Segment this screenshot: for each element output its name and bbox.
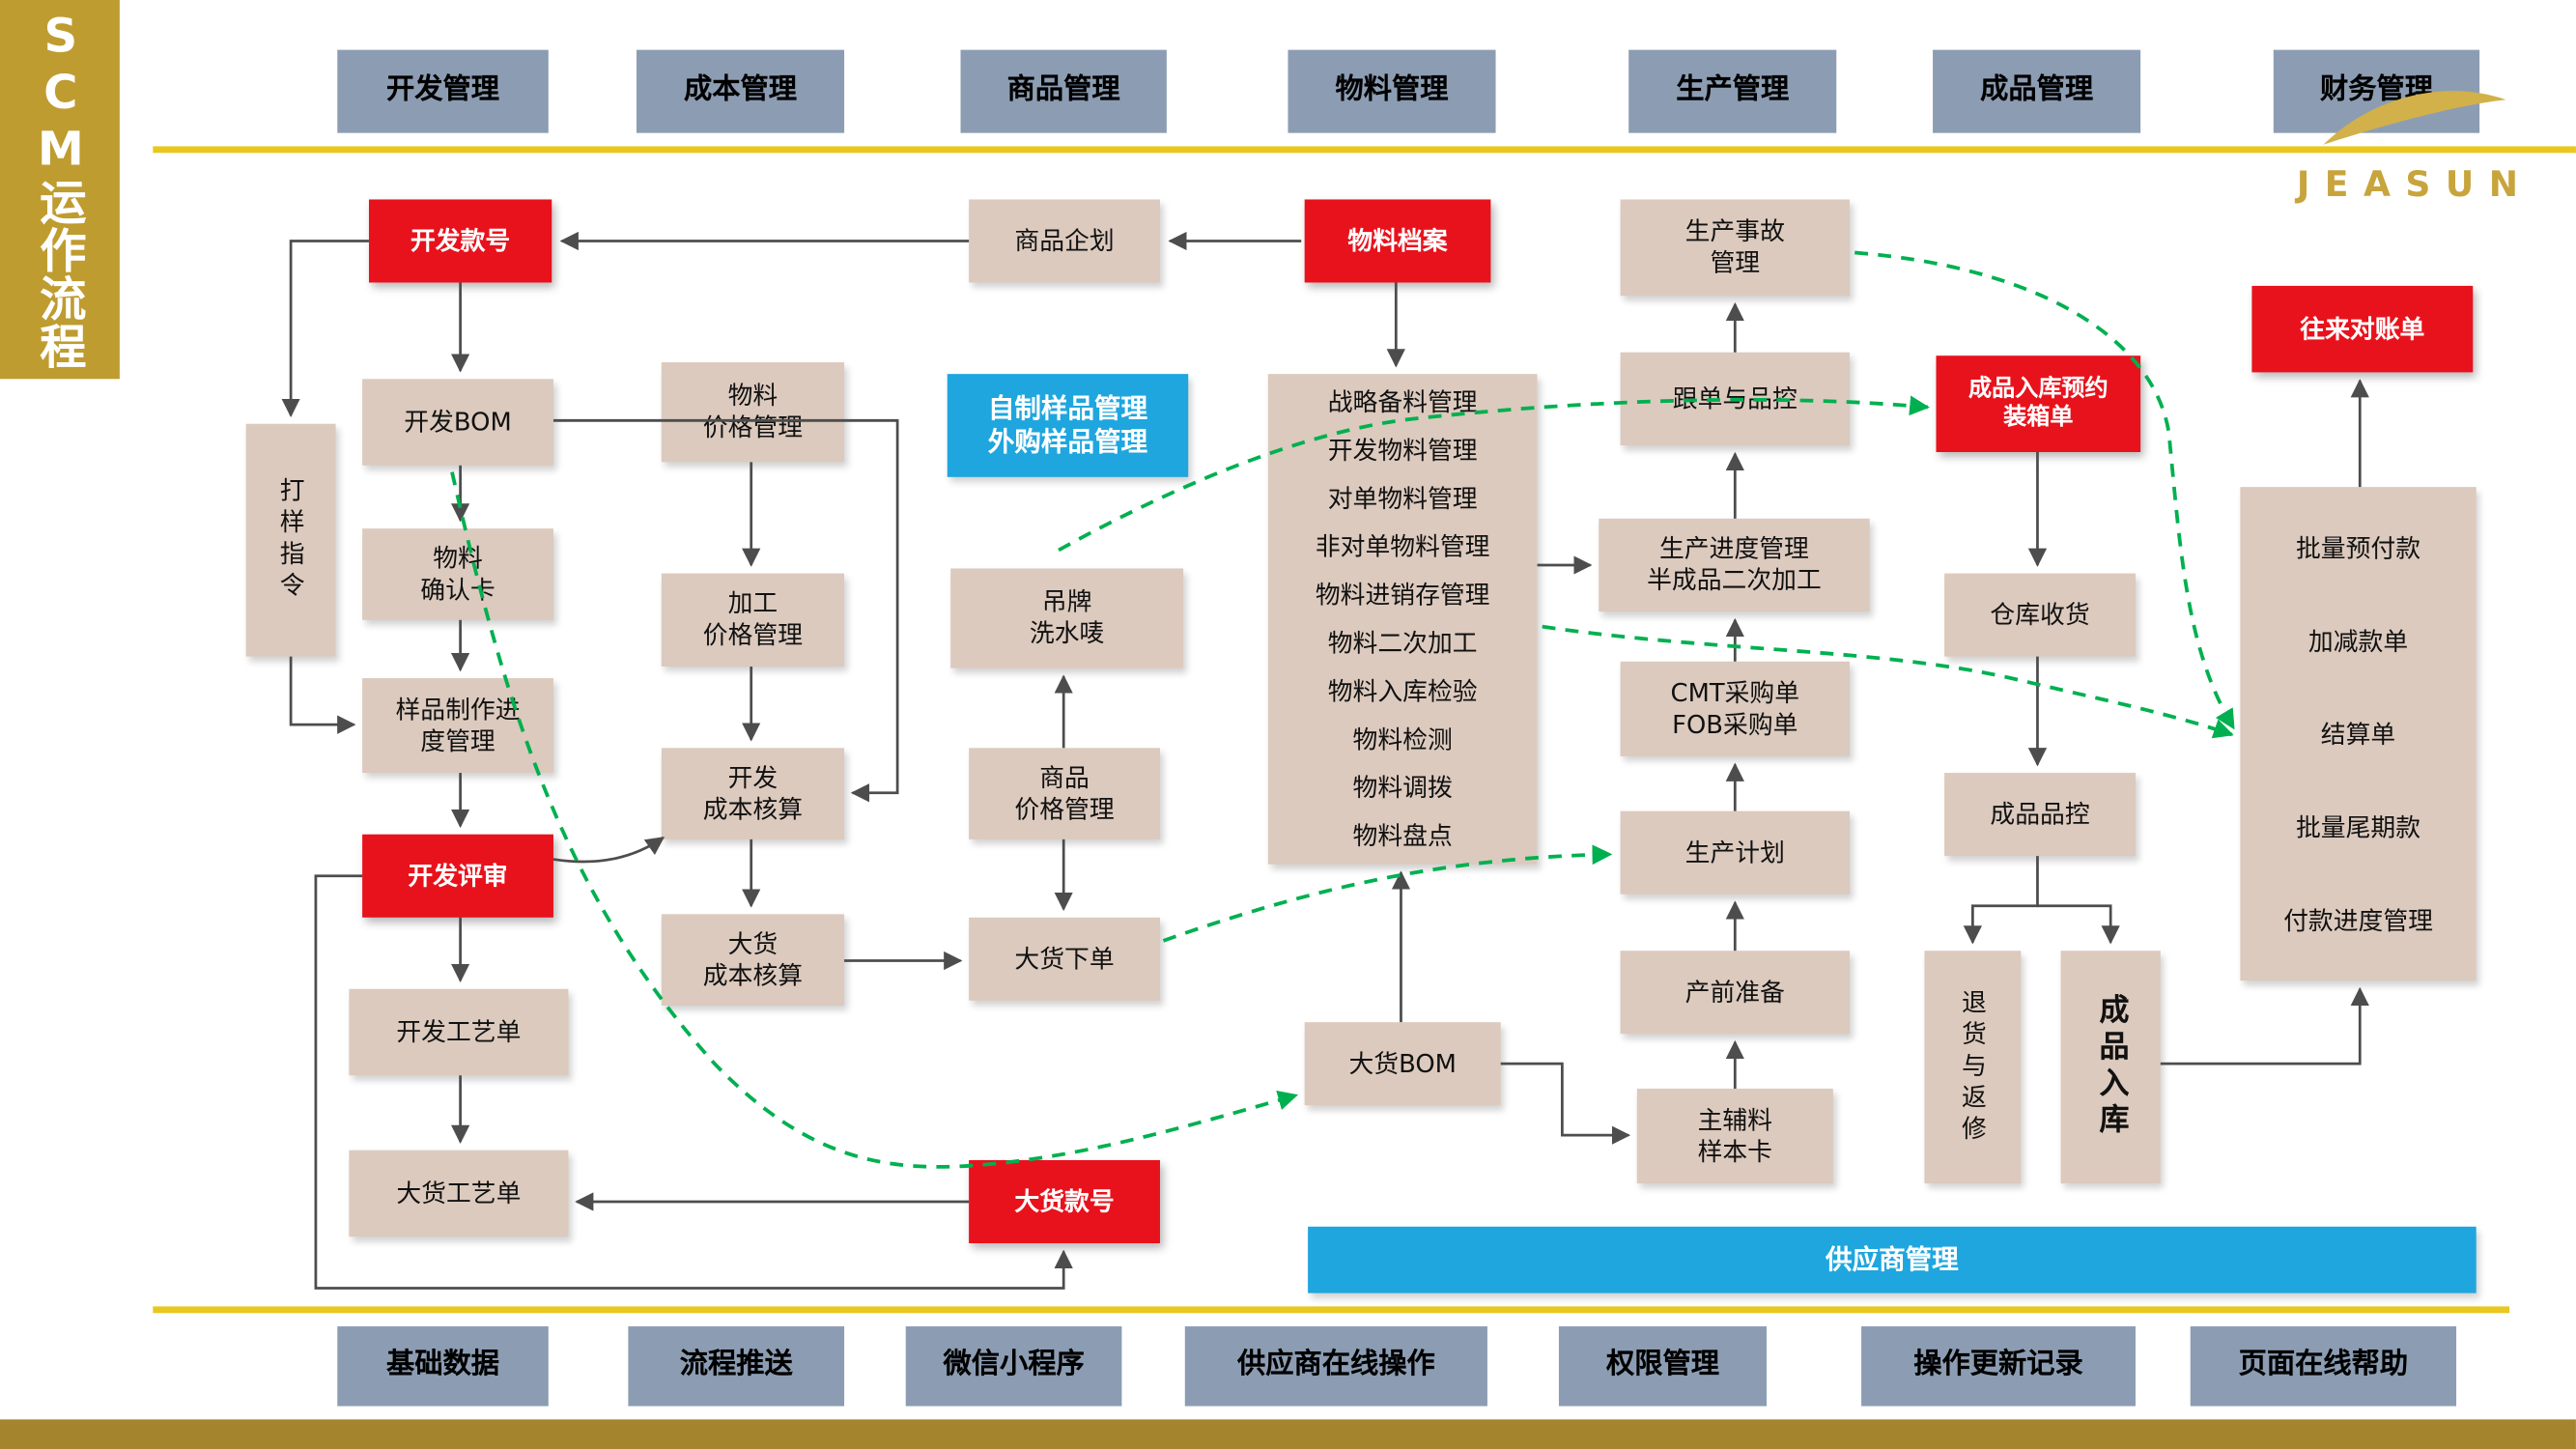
- node-bulk-costing: 大货 成本核算: [661, 914, 845, 1006]
- connector: [1500, 1062, 1631, 1145]
- feature-permission-mgmt: 权限管理: [1558, 1326, 1767, 1406]
- side-banner-title: SCM运作流程: [0, 0, 120, 380]
- bottom-divider-line: [153, 1306, 2510, 1314]
- brand-logo-text: JEASUN: [2296, 164, 2534, 205]
- module-cost-mgmt: 成本管理: [636, 49, 845, 133]
- node-bulk-process-sheet: 大货工艺单: [349, 1150, 569, 1237]
- module-product-mgmt: 商品管理: [960, 49, 1167, 133]
- connector: [552, 837, 665, 864]
- feature-basic-data: 基础数据: [337, 1326, 549, 1406]
- connector: [281, 240, 369, 418]
- node-sample-progress: 样品制作进 度管理: [362, 678, 553, 774]
- node-fg-qc: 成品品控: [1944, 773, 2136, 857]
- feature-wechat-miniapp: 微信小程序: [905, 1326, 1122, 1406]
- module-finished-mgmt: 成品管理: [1933, 49, 2141, 133]
- node-production-plan: 生产计划: [1620, 810, 1851, 895]
- dashed-connector: [1162, 844, 1613, 943]
- node-dev-costing: 开发 成本核算: [661, 748, 845, 839]
- module-finance-mgmt: 财务管理: [2273, 49, 2480, 133]
- node-hangtag-label: 吊牌 洗水唛: [950, 568, 1184, 668]
- connector: [2160, 986, 2369, 1065]
- node-sample-mgmt: 自制样品管理 外购样品管理: [947, 374, 1189, 477]
- node-reconciliation-statement: 往来对账单: [2251, 285, 2474, 373]
- module-dev-mgmt: 开发管理: [337, 49, 549, 133]
- node-product-price-mgmt: 商品 价格管理: [969, 748, 1160, 839]
- feature-process-push: 流程推送: [628, 1326, 845, 1406]
- node-production-progress: 生产进度管理 半成品二次加工: [1599, 518, 1870, 612]
- node-fg-inbound: 成品入库: [2060, 951, 2161, 1184]
- node-production-accident: 生产事故 管理: [1620, 199, 1851, 297]
- node-processing-price-mgmt: 加工 价格管理: [661, 573, 845, 667]
- connector: [1963, 856, 2039, 945]
- connector: [2037, 904, 2120, 945]
- node-product-planning: 商品企划: [969, 199, 1160, 283]
- node-bulk-bom: 大货BOM: [1304, 1022, 1501, 1106]
- node-material-price-mgmt: 物料 价格管理: [661, 362, 845, 463]
- node-material-archive: 物料档案: [1304, 199, 1491, 283]
- connector: [289, 656, 356, 734]
- bottom-gold-bar: [0, 1419, 2576, 1449]
- feature-update-log: 操作更新记录: [1861, 1326, 2136, 1406]
- feature-supplier-online: 供应商在线操作: [1184, 1326, 1487, 1406]
- node-dev-process-sheet: 开发工艺单: [349, 988, 569, 1076]
- module-material-mgmt: 物料管理: [1288, 49, 1496, 133]
- node-fg-inbound-booking: 成品入库预约 装箱单: [1936, 355, 2141, 453]
- top-divider-line: [153, 146, 2576, 154]
- node-warehouse-receiving: 仓库收货: [1944, 573, 2136, 657]
- node-returns-repair: 退货与返修: [1924, 951, 2022, 1184]
- node-follow-up-qc: 跟单与品控: [1620, 352, 1851, 446]
- node-dev-style-no: 开发款号: [368, 199, 552, 283]
- node-cmt-fob-po: CMT采购单 FOB采购单: [1620, 661, 1851, 756]
- node-dev-review: 开发评审: [362, 834, 553, 918]
- node-bulk-style-no: 大货款号: [969, 1159, 1160, 1244]
- node-material-functions-list: 战略备料管理 开发物料管理 对单物料管理 非对单物料管理 物料进销存管理 物料二…: [1267, 374, 1538, 865]
- node-supplier-mgmt-bar: 供应商管理: [1308, 1226, 2477, 1293]
- feature-online-help: 页面在线帮助: [2190, 1326, 2457, 1406]
- module-production-mgmt: 生产管理: [1628, 49, 1837, 133]
- node-sampling-order: 打样指令: [245, 423, 336, 657]
- node-material-confirm-card: 物料 确认卡: [362, 528, 553, 620]
- node-pre-production-prep: 产前准备: [1620, 951, 1851, 1035]
- dashed-connector: [1854, 250, 2236, 730]
- node-bulk-order: 大货下单: [969, 917, 1160, 1001]
- node-material-sample-card: 主辅料 样本卡: [1636, 1088, 1833, 1184]
- node-payment-functions-list: 批量预付款 加减款单 结算单 批量尾期款 付款进度管理: [2240, 487, 2477, 981]
- node-dev-bom: 开发BOM: [362, 379, 553, 466]
